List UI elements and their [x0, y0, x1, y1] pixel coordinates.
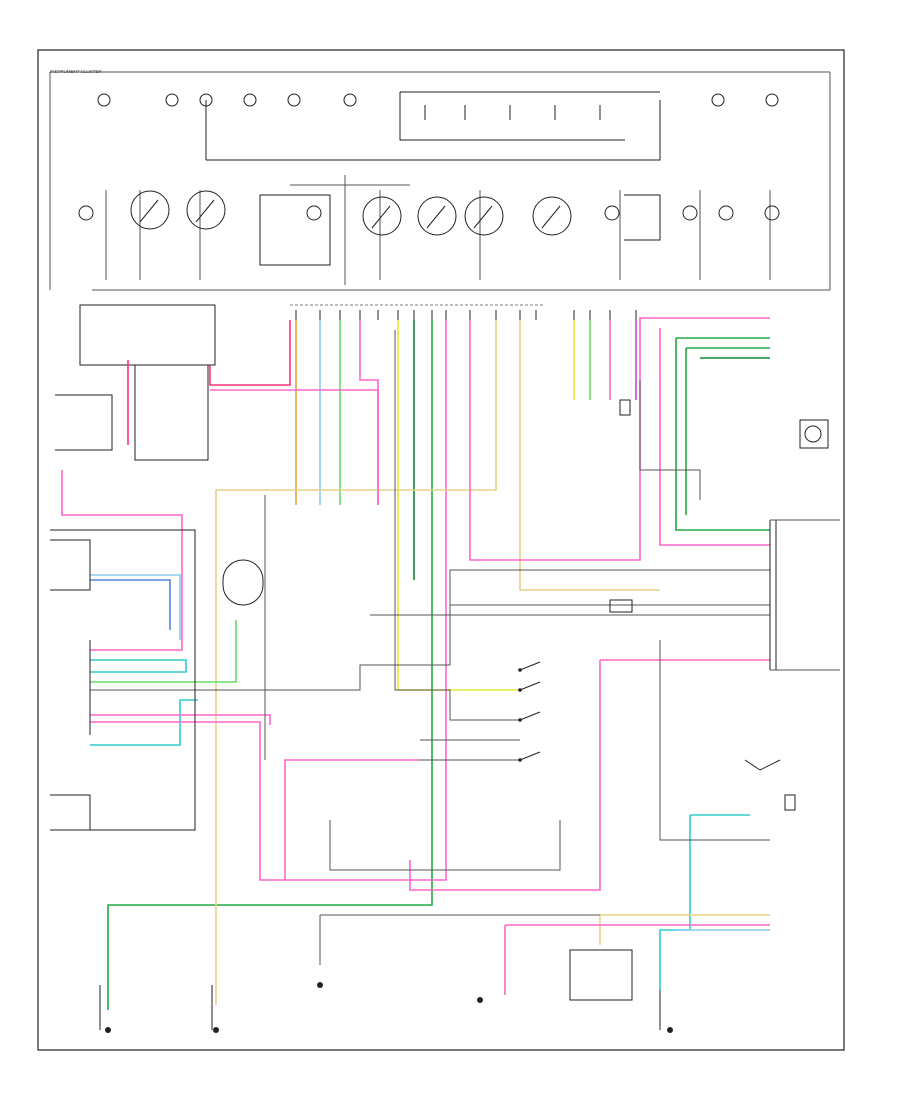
gauges [130, 190, 572, 236]
gauge-3 [362, 196, 402, 236]
switches [518, 661, 781, 771]
gauge-6 [532, 196, 572, 236]
instrument-cluster [49, 71, 831, 291]
wires [61, 317, 770, 1010]
diagram-frame [37, 49, 845, 1051]
indicator-bulbs [78, 93, 780, 221]
bottom-sensors [99, 949, 661, 1030]
cluster-connector-pins [295, 310, 637, 320]
right-connector-block [769, 419, 840, 671]
fuel-pump-blocks [50, 529, 196, 831]
gauge-1 [130, 190, 170, 230]
pcm-block [55, 304, 545, 461]
components [222, 399, 796, 811]
gauge-5 [464, 196, 504, 236]
gauge-4 [417, 196, 457, 236]
gauge-2 [186, 190, 226, 230]
signal-lines [90, 330, 770, 965]
ground-symbols [105, 982, 673, 1033]
